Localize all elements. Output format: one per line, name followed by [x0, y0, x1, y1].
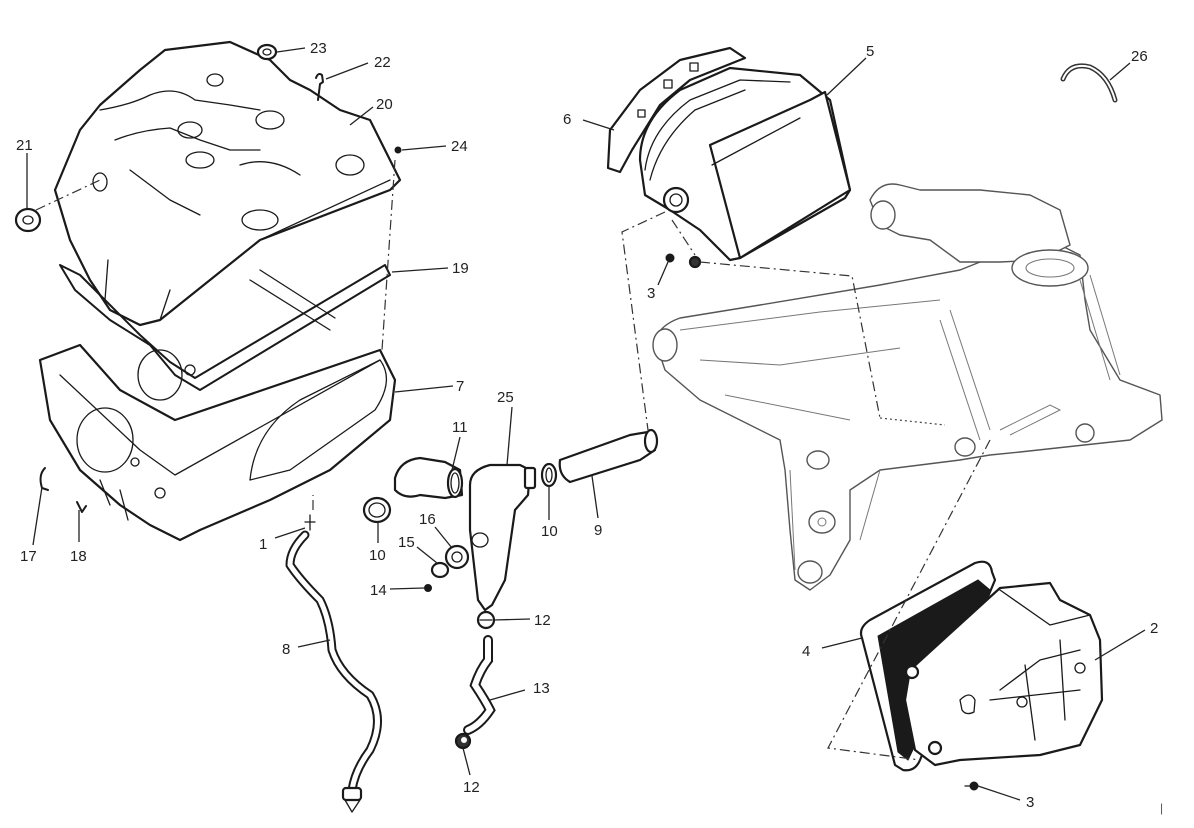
callout-9: 9	[594, 522, 602, 539]
part-24-screw	[394, 146, 402, 154]
part-10-clamp-left	[362, 496, 392, 524]
callout-20: 20	[376, 96, 393, 113]
callout-4: 4	[802, 643, 810, 660]
part-19-gasket	[59, 264, 391, 391]
part-6-duct-seal	[606, 46, 747, 174]
callout-5: 5	[866, 43, 874, 60]
part-23-nut	[256, 43, 278, 61]
callout-21: 21	[16, 137, 33, 154]
callout-25: 25	[497, 389, 514, 406]
part-20-airbox-cover	[53, 40, 402, 327]
callout-8: 8	[282, 641, 290, 658]
callout-17: 17	[20, 548, 37, 565]
callout-15: 15	[398, 534, 415, 551]
callout-12-upper: 12	[534, 612, 551, 629]
callout-3-lower: 3	[1026, 794, 1034, 811]
part-5-intake-duct	[638, 66, 852, 262]
callout-22: 22	[374, 54, 391, 71]
callout-18: 18	[70, 548, 87, 565]
part-22-clip	[315, 73, 324, 101]
callout-2: 2	[1150, 620, 1158, 637]
part-15-washer	[430, 561, 450, 579]
part-3-screw-lower	[964, 781, 979, 791]
part-14-screw	[424, 584, 432, 592]
part-7-airbox-lower	[38, 343, 397, 542]
callout-13: 13	[533, 680, 550, 697]
callout-23: 23	[310, 40, 327, 57]
callout-6: 6	[563, 111, 571, 128]
part-2-airbox-housing	[903, 581, 1104, 767]
part-21-grommet	[14, 207, 42, 233]
part-26-clip	[1060, 63, 1118, 103]
callout-14: 14	[370, 582, 387, 599]
callout-26: 26	[1131, 48, 1148, 65]
callout-16: 16	[419, 511, 436, 528]
page-mark: |	[1160, 801, 1163, 815]
callout-11: 11	[452, 419, 468, 436]
callout-leaders	[26, 47, 1146, 801]
callout-labels: 1 2 3 3 4 5 6 7 8 9 10 10 11 12 12 13 14…	[16, 40, 1163, 815]
callout-7: 7	[456, 378, 464, 395]
callout-19: 19	[452, 260, 469, 277]
part-9-intake-hose	[558, 428, 659, 484]
part-1-fitting	[304, 514, 316, 531]
callout-10-right: 10	[541, 523, 558, 540]
part-8-drain-hose	[285, 530, 382, 813]
part-12-clip-upper	[476, 610, 496, 630]
callout-24: 24	[451, 138, 468, 155]
part-11-elbow-hose	[393, 456, 464, 500]
part-10-clamp-right	[540, 462, 558, 488]
part-17-clip	[39, 467, 49, 491]
part-25-separator	[468, 463, 537, 612]
part-3-screw-upper	[665, 253, 702, 269]
part-16-grommet	[444, 544, 470, 570]
frame	[652, 183, 1163, 591]
assembly-lines	[35, 159, 991, 761]
part-18-clip	[76, 501, 87, 513]
callout-12-lower: 12	[463, 779, 480, 796]
callout-3-upper: 3	[647, 285, 655, 302]
part-12-clip-lower	[454, 732, 472, 750]
part-13-hose	[463, 635, 496, 735]
callout-10-left: 10	[369, 547, 386, 564]
callout-1: 1	[259, 536, 267, 553]
